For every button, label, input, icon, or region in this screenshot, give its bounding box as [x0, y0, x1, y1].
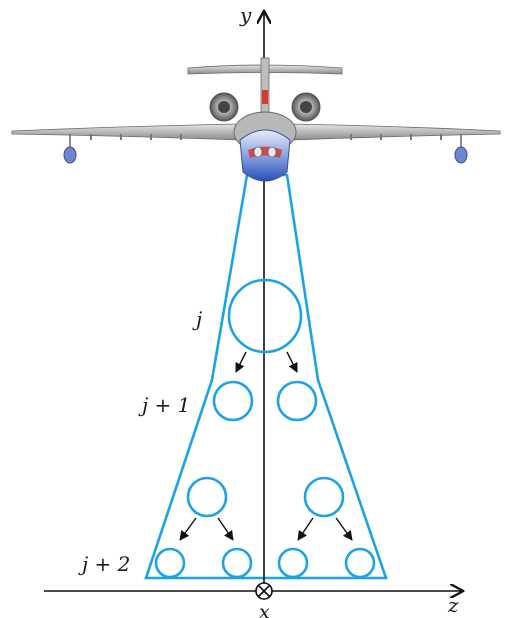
- split-arrow-lr: [217, 517, 234, 541]
- vortex-j1-left: [212, 380, 254, 422]
- vortex-j1-right: [276, 380, 318, 422]
- aircraft-icon: [11, 57, 501, 182]
- vortex-lower-left: [186, 476, 228, 518]
- split-arrow-rl: [297, 517, 314, 541]
- z-axis-label: z: [447, 593, 459, 617]
- vortex-j: [227, 278, 303, 354]
- vortex-j2-3: [277, 547, 309, 579]
- split-arrow-ll: [179, 517, 197, 541]
- y-axis-label: y: [239, 3, 252, 27]
- split-arrow-left: [235, 351, 247, 373]
- vortex-beam: [144, 173, 388, 580]
- into-page-axis-icon: [255, 582, 273, 600]
- split-arrow-right: [286, 351, 298, 373]
- split-arrow-rr: [335, 517, 353, 541]
- level-j2-label: j + 2: [78, 552, 130, 576]
- vortex-j2-1: [154, 547, 186, 579]
- vortex-j2-4: [344, 547, 376, 579]
- level-j-label: j: [192, 307, 202, 331]
- vortex-lower-right: [303, 476, 345, 518]
- vortex-j2-2: [221, 547, 253, 579]
- level-j1-label: j + 1: [138, 393, 190, 417]
- x-axis-label: x: [259, 601, 270, 618]
